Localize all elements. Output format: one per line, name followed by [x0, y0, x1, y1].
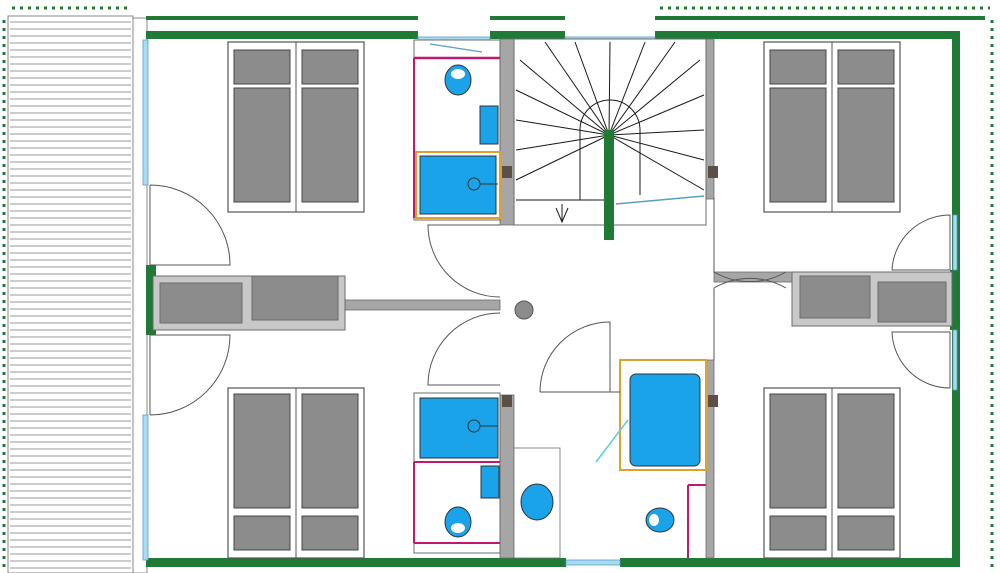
door-far-right-upper [891, 214, 951, 271]
door-right-lower [713, 277, 787, 360]
column-post [514, 300, 534, 320]
window-left-upper [142, 39, 149, 186]
window-right-lower [952, 329, 958, 391]
door-left-upper [149, 184, 231, 266]
wc2-toilet-icon [645, 507, 675, 533]
mattress [837, 87, 895, 203]
mattress [301, 393, 359, 509]
stair-tread [608, 129, 705, 136]
pillow [301, 49, 359, 85]
pillow [837, 515, 895, 551]
basin-icon [479, 105, 499, 145]
pillow [233, 49, 291, 85]
exterior-walls [146, 16, 985, 567]
stair-tread [608, 134, 705, 191]
bathtub-icon [629, 373, 701, 467]
mattress [769, 393, 827, 509]
pillow [233, 515, 291, 551]
wall-stair-left [499, 38, 515, 226]
wc-toilet-icon [520, 483, 554, 521]
bed-pair [763, 387, 901, 559]
pillow [837, 49, 895, 85]
bed-pair [227, 387, 365, 559]
wall-lower-left [499, 394, 515, 559]
stair-tread [544, 41, 610, 136]
mattress [301, 87, 359, 203]
wardrobes [152, 271, 953, 331]
stair-tread [608, 94, 705, 136]
door-far-right-lower [891, 331, 951, 389]
mattress [769, 87, 827, 203]
door-wc [539, 321, 611, 393]
pillow [769, 49, 827, 85]
door-left-lower [149, 334, 231, 416]
wc-bath-center [520, 359, 707, 558]
stair-treads [515, 41, 705, 201]
door-right-upper [713, 198, 787, 283]
railing-marks [2, 6, 994, 570]
stair-tread [515, 89, 610, 136]
stair-tread [608, 59, 701, 136]
mattress [837, 393, 895, 509]
pillow [769, 515, 827, 551]
stair-tread [608, 41, 646, 136]
wall-corridor-left [344, 299, 501, 311]
shower-frame [415, 151, 501, 219]
bed-pair [227, 41, 365, 213]
stair-tread [515, 134, 610, 181]
roof-terrace-left [7, 15, 148, 573]
shower-icon [419, 155, 497, 215]
beds [227, 41, 901, 559]
bathroom-top [413, 39, 501, 221]
roof-stripes [10, 21, 131, 569]
stair-tread [515, 119, 610, 136]
window-bottom-center [565, 559, 621, 566]
mattress [233, 87, 291, 203]
stair-tread [608, 41, 611, 136]
staircase [513, 38, 707, 240]
posts [502, 166, 718, 407]
mattress [233, 393, 291, 509]
shower-icon-bottom [419, 397, 499, 459]
window-left-lower [142, 414, 149, 561]
pillow [301, 515, 359, 551]
stair-tread [574, 41, 610, 136]
stair-tread [608, 134, 705, 161]
wall-right-lower [705, 359, 715, 559]
stair-tread [519, 59, 610, 136]
stair-tread [608, 41, 676, 136]
basin-icon-bottom [480, 465, 500, 499]
wall-corridor-right [713, 271, 795, 283]
stair-handrail [604, 130, 614, 240]
stair-tread [515, 134, 610, 151]
doors [149, 184, 951, 416]
door-bath-bottom [427, 312, 501, 386]
door-bath-top [427, 224, 501, 298]
bathroom-bottom [413, 392, 501, 554]
window-right-upper [952, 214, 958, 271]
bed-pair [763, 41, 901, 213]
